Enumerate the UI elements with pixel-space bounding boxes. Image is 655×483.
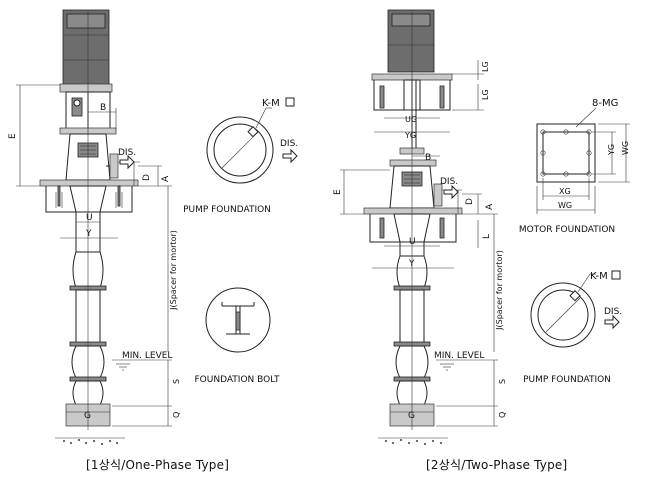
label-Q-2: Q <box>498 412 507 418</box>
label-dis-2: DIS. <box>440 177 458 187</box>
label-G-2: G <box>408 411 415 421</box>
label-E: E <box>8 133 18 139</box>
label-Y-2: Y <box>408 259 415 269</box>
label-J-2: J(Spacer for mortor) <box>495 250 504 331</box>
one-phase-caption: [1상식/One-Phase Type] <box>86 458 230 472</box>
label-B-2: B <box>425 153 431 163</box>
label-E-2: E <box>333 189 343 195</box>
two-phase-caption: [2상식/Two-Phase Type] <box>426 458 568 472</box>
label-U: U <box>86 213 93 223</box>
two-phase-pump: LG LG UG YG B E DIS. D A L U Y J(Spacer … <box>333 9 507 446</box>
mf-bolt-label: 8-MG <box>592 98 618 109</box>
foundation-bolt-title: FOUNDATION BOLT <box>194 375 280 385</box>
label-Q: Q <box>172 412 181 418</box>
base-plate <box>39 179 139 187</box>
label-UG: UG <box>405 115 417 124</box>
pump-foundation-1: K-M DIS. PUMP FOUNDATION <box>183 97 298 215</box>
mf-WG-label-v: WG <box>621 141 630 155</box>
label-J: J(Spacer for mortor) <box>169 230 178 311</box>
label-YG: YG <box>404 131 416 140</box>
label-S: S <box>172 379 181 384</box>
mf-WG-label-h: WG <box>558 201 572 210</box>
pf2-bolt-label: K-M <box>590 271 608 282</box>
label-A-2: A <box>485 203 495 210</box>
pf1-dis-label: DIS. <box>280 139 298 149</box>
foundation-bolt: FOUNDATION BOLT <box>194 287 280 385</box>
label-LG-1: LG <box>481 61 490 72</box>
label-B: B <box>100 103 106 113</box>
label-A: A <box>161 175 171 182</box>
label-L-2: L <box>482 234 492 239</box>
label-min-level: MIN. LEVEL <box>122 351 172 361</box>
label-U-2: U <box>409 237 416 247</box>
mf-XG-label: XG <box>559 187 571 196</box>
label-dis: DIS. <box>118 148 136 158</box>
mf-title: MOTOR FOUNDATION <box>519 225 615 235</box>
one-phase-pump: B E DIS. D A U Y J(Spacer for mortor) MI… <box>8 9 181 446</box>
label-G: G <box>84 411 91 421</box>
label-S-2: S <box>498 379 507 384</box>
label-D: D <box>142 174 152 181</box>
label-Y: Y <box>85 229 92 239</box>
label-min-level-2: MIN. LEVEL <box>434 351 484 361</box>
pf1-bolt-label: K-M <box>262 98 280 109</box>
pump-foundation-2: K-M DIS. PUMP FOUNDATION <box>523 270 622 385</box>
label-LG-2: LG <box>481 89 490 100</box>
label-D-2: D <box>465 198 475 205</box>
pf1-title: PUMP FOUNDATION <box>183 205 271 215</box>
pf2-dis-label: DIS. <box>604 307 622 317</box>
motor-foundation: 8-MG YG WG XG WG MOTOR FOUNDATION <box>519 98 630 235</box>
pf2-title: PUMP FOUNDATION <box>523 375 611 385</box>
mf-YG-label: YG <box>607 144 616 156</box>
